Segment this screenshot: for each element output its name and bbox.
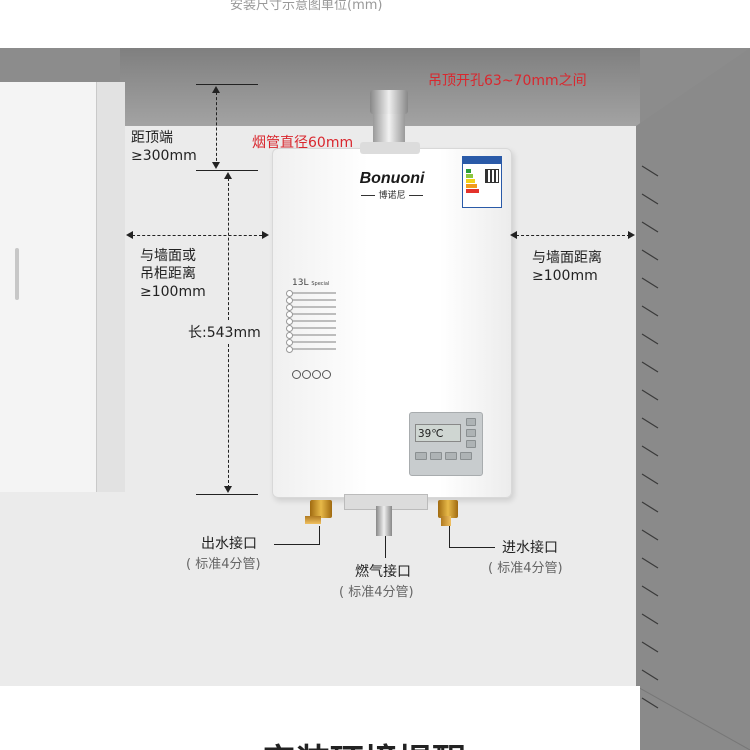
top-clearance-arrow-up	[212, 86, 220, 93]
heater-top-collar	[360, 142, 420, 154]
top-clearance-tick-top	[196, 84, 258, 85]
gas-spec: ( 标准4分管)	[339, 585, 414, 600]
brand-cn: 博诺尼	[352, 188, 432, 201]
water-out-leader-h	[274, 544, 320, 545]
right-clearance-arrow-left	[510, 231, 517, 239]
gas-inlet-pipe	[376, 506, 392, 536]
length-arrow-down	[224, 486, 232, 493]
ceiling-hole-label: 吊顶开孔63~70mm之间	[428, 73, 587, 89]
top-clearance-arrow-down	[212, 162, 220, 169]
water-outlet-pipe	[310, 500, 332, 518]
left-clearance-arrow-right	[262, 231, 269, 239]
water-in-leader-v	[449, 526, 450, 548]
water-out-leader-v	[319, 526, 320, 545]
water-out-spec: ( 标准4分管)	[186, 557, 261, 572]
down-button[interactable]	[466, 429, 476, 437]
length-line-lower	[228, 344, 229, 488]
flue-cap	[370, 90, 408, 114]
water-inlet-pipe	[438, 500, 458, 518]
water-inlet-fitting	[441, 516, 451, 526]
page-title: 安装尺寸示意图单位(mm)	[230, 0, 383, 13]
water-outlet-fitting	[305, 516, 321, 524]
unit-label: 单位(mm)	[321, 0, 383, 13]
water-in-label: 进水接口	[502, 540, 558, 556]
right-clearance-line	[516, 235, 630, 236]
left-clearance-label-1: 与墙面或	[140, 248, 196, 264]
floor	[0, 686, 640, 750]
length-tick-bottom	[196, 494, 258, 495]
panel-button-1[interactable]	[415, 452, 427, 460]
feature-list	[286, 290, 336, 355]
water-in-spec: ( 标准4分管)	[488, 561, 563, 576]
gas-leader	[385, 536, 386, 558]
right-wall	[636, 48, 750, 750]
top-clearance-label-1: 距顶端	[131, 130, 173, 146]
left-clearance-line	[132, 235, 262, 236]
length-label: 长:543mm	[188, 325, 261, 341]
energy-label-header	[462, 156, 502, 164]
up-button[interactable]	[466, 418, 476, 426]
length-arrow-up	[224, 172, 232, 179]
panel-button-3[interactable]	[445, 452, 457, 460]
left-clearance-arrow-left	[126, 231, 133, 239]
cabinet-side	[96, 82, 125, 492]
right-clearance-arrow-right	[628, 231, 635, 239]
section-title: 安装环境提醒	[262, 734, 466, 750]
left-clearance-label-3: ≥100mm	[140, 284, 206, 300]
left-clearance-label-2: 吊柜距离	[140, 266, 196, 282]
brand-logo: Bonuoni	[359, 170, 425, 187]
top-clearance-tick-bottom	[196, 170, 258, 171]
cabinet-handle	[15, 248, 19, 300]
certification-icons	[292, 364, 332, 379]
gas-label: 燃气接口	[355, 564, 411, 580]
water-in-leader-h	[449, 547, 495, 548]
length-line-upper	[228, 178, 229, 320]
power-button[interactable]	[460, 452, 472, 460]
top-clearance-line	[216, 92, 217, 166]
water-out-label: 出水接口	[201, 536, 257, 552]
top-clearance-label-2: ≥300mm	[131, 148, 197, 164]
right-clearance-label-2: ≥100mm	[532, 268, 598, 284]
right-wall-hatching	[636, 165, 750, 750]
panel-button-2[interactable]	[430, 452, 442, 460]
model-label: 13L Special	[292, 278, 330, 288]
mode-button[interactable]	[466, 440, 476, 448]
flue-diameter-label: 烟管直径60mm	[252, 135, 354, 151]
right-clearance-label-1: 与墙面距离	[532, 250, 602, 266]
temperature-display: 39℃	[415, 424, 461, 442]
